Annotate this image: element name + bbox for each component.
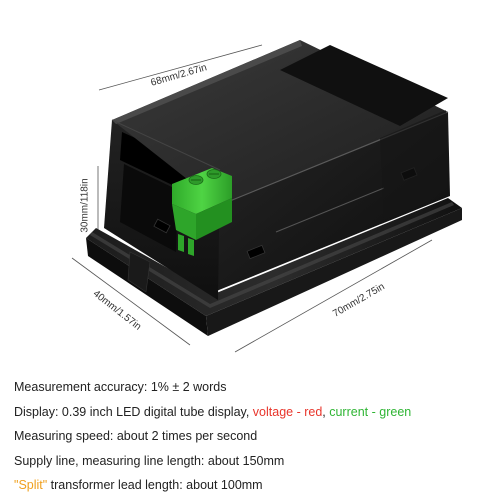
spec-split-rest: transformer lead length: about 100mm (47, 478, 263, 492)
spec-split-word: Split (18, 478, 43, 492)
spec-display-sep: , (322, 404, 330, 419)
spec-split-close: " (42, 478, 48, 492)
spec-display-current: current - green (329, 404, 412, 419)
spec-display-voltage: voltage - red (252, 404, 323, 419)
device-end-slot (380, 110, 448, 220)
spec-split: "Split" transformer lead length: about 1… (14, 473, 494, 498)
spec-display: Display: 0.39 inch LED digital tube disp… (14, 400, 494, 425)
device-top-face (111, 40, 449, 206)
terminal-block (172, 168, 232, 256)
spec-list: Measurement accuracy: 1% ± 2 words Displ… (14, 375, 494, 498)
spec-supply: Supply line, measuring line length: abou… (14, 453, 285, 468)
dimension-lines (71, 44, 433, 353)
device-base-plate (86, 198, 462, 336)
spec-display-prefix: Display: 0.39 inch LED digital tube disp… (14, 404, 253, 419)
spec-accuracy: Measurement accuracy: 1% ± 2 words (14, 380, 227, 394)
spec-speed: Measuring speed: about 2 times per secon… (14, 429, 258, 443)
spec-split-open: " (14, 478, 19, 492)
dimension-height-label: 30mm/118in (79, 178, 91, 233)
